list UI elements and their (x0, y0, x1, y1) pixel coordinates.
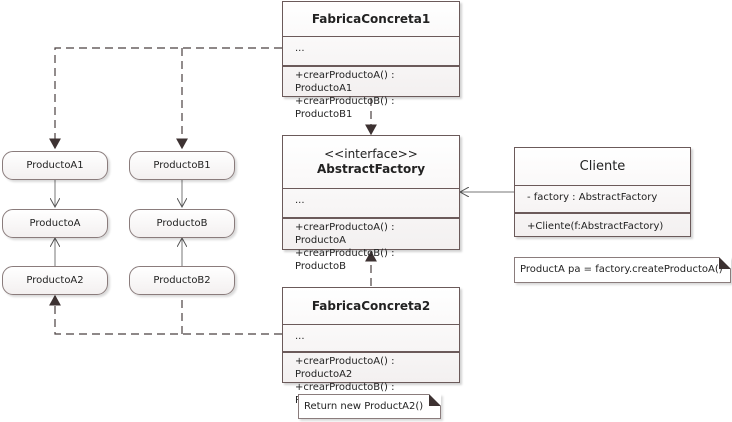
operation: +crearProductoA() : ProductoA (295, 222, 395, 246)
operation: +crearProductoA() : ProductoA1 (295, 70, 395, 94)
class-attributes: - factory : AbstractFactory (515, 185, 690, 212)
note-text: ProductA pa = factory.createProductoA() (520, 264, 723, 275)
class-header: FabricaConcreta1 (283, 2, 459, 36)
dep-fabrica2-to-productoa2 (49, 294, 282, 335)
class-fabrica-concreta-2[interactable]: FabricaConcreta2 ... +crearProductoA() :… (282, 287, 460, 406)
class-attributes: ... (283, 36, 459, 65)
class-header: FabricaConcreta2 (283, 288, 459, 324)
class-name: AbstractFactory (316, 162, 426, 176)
note-cliente[interactable]: ProductA pa = factory.createProductoA() (514, 257, 731, 283)
class-attributes: ... (283, 324, 459, 351)
product-producto-b2[interactable]: ProductoB2 (129, 266, 235, 295)
note-text: Return new ProductA2() (304, 401, 424, 412)
operation: +crearProductoB() : ProductoB (295, 248, 395, 272)
class-attributes: ... (283, 188, 459, 217)
dep-fabrica1-to-productoa1 (49, 47, 282, 150)
product-producto-a2[interactable]: ProductoA2 (2, 266, 108, 295)
class-name: FabricaConcreta2 (311, 299, 431, 313)
class-operations: +crearProductoA() : ProductoA +crearProd… (283, 217, 459, 274)
operation: +crearProductoA() : ProductoA2 (295, 356, 395, 380)
class-header: Cliente (515, 148, 690, 185)
note-fold-icon (429, 394, 441, 406)
product-producto-a1[interactable]: ProductoA1 (2, 151, 108, 180)
class-cliente[interactable]: Cliente - factory : AbstractFactory +Cli… (514, 147, 691, 237)
note-fabrica2[interactable]: Return new ProductA2() (298, 394, 441, 419)
class-name: FabricaConcreta1 (311, 12, 431, 26)
class-fabrica-concreta-1[interactable]: FabricaConcreta1 ... +crearProductoA() :… (282, 1, 460, 120)
class-header: <<interface>> AbstractFactory (283, 136, 459, 188)
class-name: Cliente (579, 159, 626, 174)
operation: +crearProductoB() : ProductoB1 (295, 96, 395, 120)
product-producto-a[interactable]: ProductoA (2, 209, 108, 238)
product-producto-b1[interactable]: ProductoB1 (129, 151, 235, 180)
class-operations: +crearProductoA() : ProductoA1 +crearPro… (283, 65, 459, 122)
stereotype: <<interface>> (324, 147, 418, 161)
class-operations: +Cliente(f:AbstractFactory) (515, 212, 690, 241)
class-abstract-factory[interactable]: <<interface>> AbstractFactory ... +crear… (282, 135, 460, 272)
note-fold-icon (719, 257, 731, 269)
product-producto-b[interactable]: ProductoB (129, 209, 235, 238)
